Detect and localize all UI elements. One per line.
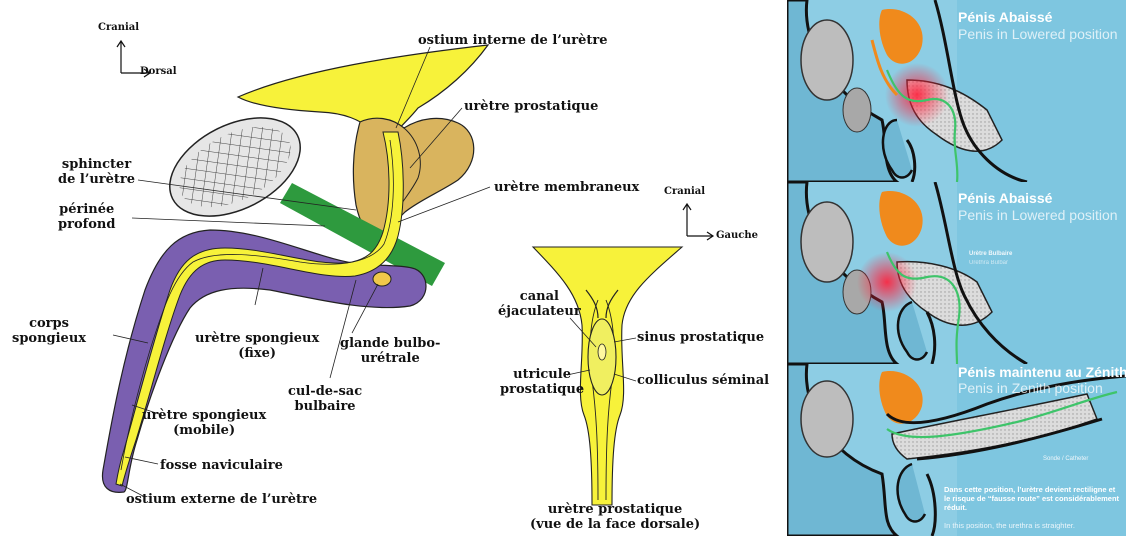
- label-sphincter-line2: de l’urètre: [58, 172, 135, 187]
- label-glande-line1: glande bulbo-: [340, 336, 440, 351]
- label-corps-spongieux: corps spongieux: [12, 316, 86, 346]
- label-utricule-line1: utricule: [500, 367, 584, 382]
- panel3-tag: Sonde / Catheter: [1043, 456, 1088, 462]
- panel1-title-en: Penis in Lowered position: [958, 26, 1118, 42]
- label-cul-line1: cul-de-sac: [288, 384, 362, 399]
- label-utricule-line2: prostatique: [500, 382, 584, 397]
- caption-line2: (vue de la face dorsale): [530, 517, 700, 532]
- panel1-title-fr: Pénis Abaissé: [958, 9, 1052, 25]
- bladder-shape: [238, 45, 488, 130]
- label-canal-line2: éjaculateur: [498, 304, 581, 319]
- label-spongieux-fixe-line1: urètre spongieux: [195, 331, 319, 346]
- label-cul-de-sac: cul-de-sac bulbaire: [288, 384, 362, 414]
- panel2-tag-en: Urethra Bulbar: [969, 260, 1008, 266]
- label-spongieux-mobile-line1: urètre spongieux: [142, 408, 266, 423]
- panel2-title-fr: Pénis Abaissé: [958, 190, 1052, 206]
- axis-cranial-dorsal: Cranial: [664, 186, 705, 197]
- label-sphincter-line1: sphincter: [58, 157, 135, 172]
- utricle-shape: [598, 344, 606, 360]
- panel3-note-fr: Dans cette position, l’urètre devient re…: [944, 485, 1120, 512]
- urethra-dorsal-diagram: [533, 204, 713, 505]
- label-ostium-externe: ostium externe de l’urètre: [126, 492, 317, 507]
- label-corps-line1: corps: [12, 316, 86, 331]
- label-canal-line1: canal: [498, 289, 581, 304]
- panel3-title-fr: Pénis maintenu au Zénith: [958, 364, 1126, 380]
- bulbourethral-gland: [373, 272, 391, 286]
- label-spongieux-fixe: urètre spongieux (fixe): [195, 331, 319, 361]
- label-perinee-line2: profond: [58, 217, 115, 232]
- label-cul-line2: bulbaire: [288, 399, 362, 414]
- label-fosse-naviculaire: fosse naviculaire: [160, 458, 283, 473]
- label-spongieux-mobile-line2: (mobile): [142, 423, 266, 438]
- axis-gauche-dorsal: Gauche: [716, 230, 758, 241]
- label-canal-ejaculateur: canal éjaculateur: [498, 289, 581, 319]
- panel2-tag-fr: Urètre Bulbaire: [969, 251, 1012, 257]
- panel2-title-en: Penis in Lowered position: [958, 207, 1118, 223]
- label-corps-line2: spongieux: [12, 331, 86, 346]
- label-sinus-prostatique: sinus prostatique: [637, 330, 764, 345]
- label-urethre-prostatique: urètre prostatique: [464, 99, 598, 114]
- label-urethre-membraneux: urètre membraneux: [494, 180, 639, 195]
- label-utricule: utricule prostatique: [500, 367, 584, 397]
- caption-line1: urètre prostatique: [530, 502, 700, 517]
- label-ostium-interne: ostium interne de l’urètre: [418, 33, 607, 48]
- label-spongieux-fixe-line2: (fixe): [195, 346, 319, 361]
- label-perinee-line1: périnée: [58, 202, 115, 217]
- axis-dorsal-side: Dorsal: [140, 66, 177, 77]
- caption-dorsal-view: urètre prostatique (vue de la face dorsa…: [530, 502, 700, 532]
- label-colliculus: colliculus séminal: [637, 373, 769, 388]
- panel3-note-en: In this position, the urethra is straigh…: [944, 521, 1120, 530]
- label-spongieux-mobile: urètre spongieux (mobile): [142, 408, 266, 438]
- label-glande-bulbourethrale: glande bulbo- urétrale: [340, 336, 440, 366]
- label-glande-line2: urétrale: [340, 351, 440, 366]
- panel3-title-en: Penis in Zenith position: [958, 380, 1103, 396]
- label-sphincter: sphincter de l’urètre: [58, 157, 135, 187]
- axis-cranial-side: Cranial: [98, 22, 139, 33]
- axis-arrows-dorsal: [683, 204, 713, 240]
- label-perinee: périnée profond: [58, 202, 115, 232]
